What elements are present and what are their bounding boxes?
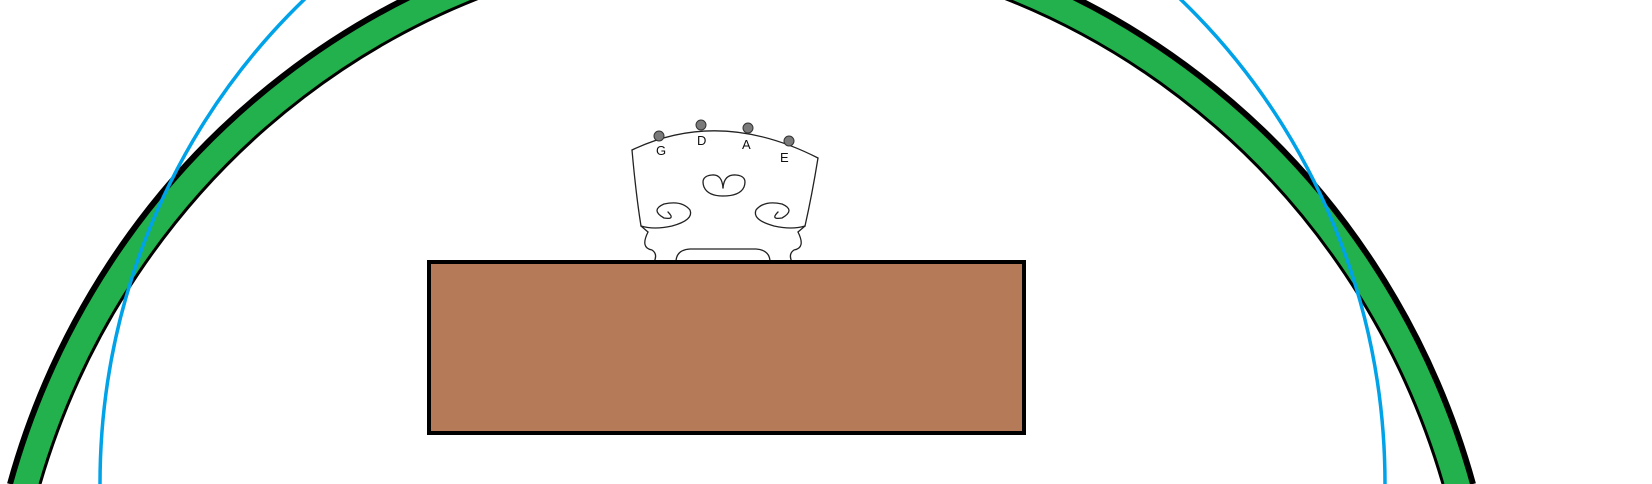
string-peg-e: [783, 135, 795, 147]
string-peg-a: [742, 122, 754, 134]
string-label-d: D: [697, 133, 706, 148]
outer-ring-outer-edge: [7, 0, 1476, 484]
string-label-a: A: [742, 137, 751, 152]
outer-ring-inner-edge: [38, 0, 1445, 484]
string-label-g: G: [656, 143, 666, 158]
string-labels: G D A E: [656, 133, 789, 165]
string-label-e: E: [780, 150, 789, 165]
brown-block: [427, 260, 1026, 435]
string-peg-g: [653, 130, 665, 142]
string-peg-d: [695, 119, 707, 131]
violin-bridge-icon: [631, 130, 819, 263]
string-pegs: [653, 119, 795, 147]
inner-circle: [98, 0, 1387, 484]
